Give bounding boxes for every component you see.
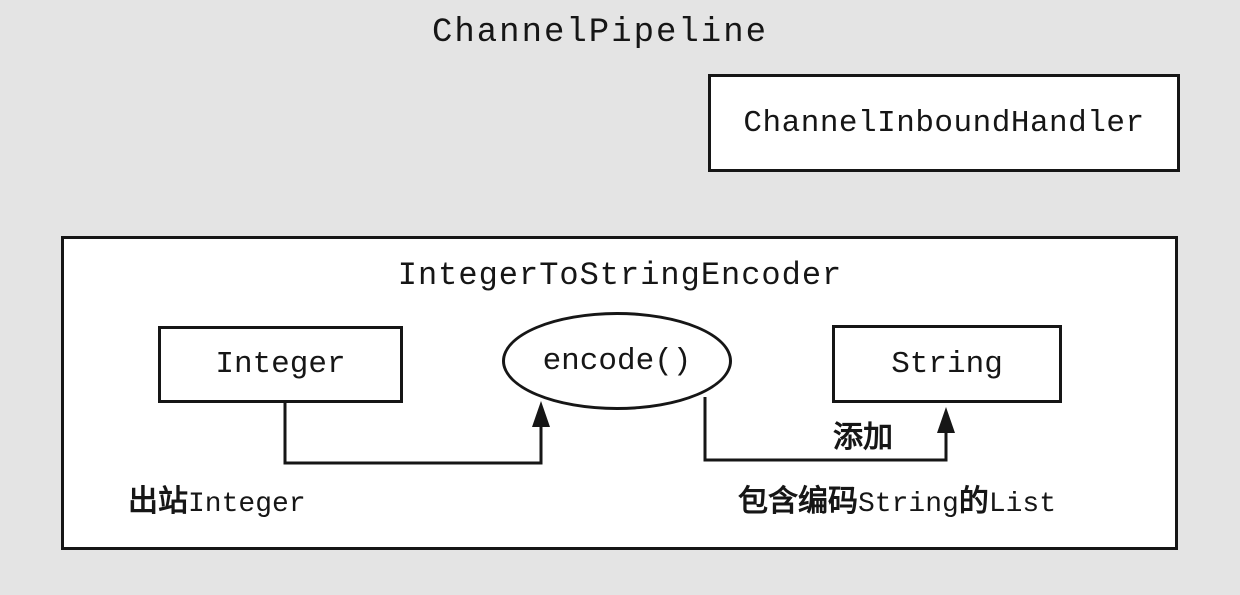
channel-inbound-handler-label: ChannelInboundHandler: [743, 105, 1145, 141]
encode-method-ellipse: encode(): [502, 312, 732, 410]
encoded-flow-line: [703, 397, 948, 462]
outbound-caption-cjk: 出站: [128, 485, 188, 518]
encode-method-label: encode(): [542, 343, 692, 379]
encoded-caption-part2: String: [858, 489, 959, 520]
integer-to-string-encoder-box: IntegerToStringEncoder Integer encode() …: [61, 236, 1178, 550]
encoded-caption-part1: 包含编码: [738, 485, 858, 518]
channel-inbound-handler-box: ChannelInboundHandler: [708, 74, 1180, 172]
add-label: 添加: [833, 421, 893, 454]
integer-box: Integer: [158, 326, 403, 403]
encoder-title: IntegerToStringEncoder: [397, 257, 843, 294]
outbound-caption-code: Integer: [188, 489, 306, 520]
string-box: String: [832, 325, 1062, 403]
encoded-arrowhead-icon: [937, 407, 955, 433]
channel-pipeline-title: ChannelPipeline: [431, 14, 769, 52]
outbound-arrowhead-icon: [532, 401, 550, 427]
outbound-flow-line: [283, 403, 543, 465]
encoded-string-list-caption: 包含编码String的List: [738, 485, 1056, 524]
string-label: String: [891, 346, 1003, 382]
outbound-integer-caption: 出站Integer: [128, 485, 306, 524]
encoded-caption-part4: List: [988, 489, 1057, 520]
integer-label: Integer: [215, 347, 346, 382]
encoded-caption-part3: 的: [958, 485, 989, 518]
